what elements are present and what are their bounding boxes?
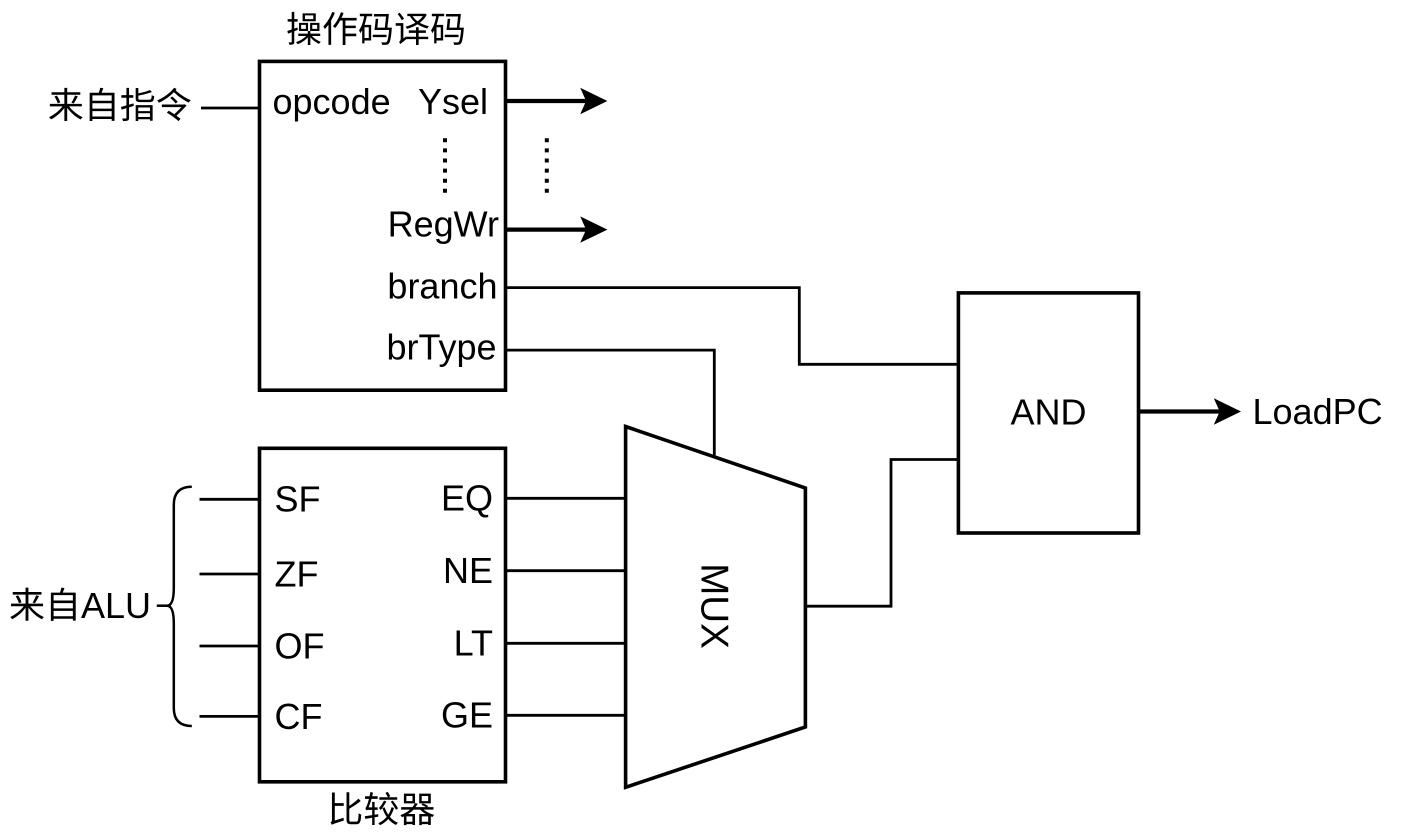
svg-text:CF: CF	[275, 696, 323, 737]
svg-text:MUX: MUX	[693, 563, 736, 649]
svg-text:brType: brType	[386, 327, 496, 368]
svg-text:ALU: ALU	[81, 585, 151, 626]
svg-text:branch: branch	[387, 265, 497, 306]
svg-text:Ysel: Ysel	[418, 81, 488, 122]
svg-text:LT: LT	[454, 623, 493, 664]
svg-text:ZF: ZF	[275, 553, 319, 594]
svg-text:NE: NE	[443, 550, 493, 591]
svg-text:RegWr: RegWr	[388, 203, 499, 244]
svg-text:AND: AND	[1010, 391, 1086, 432]
svg-text:SF: SF	[275, 479, 321, 520]
svg-text:OF: OF	[275, 625, 325, 666]
svg-text:opcode: opcode	[273, 81, 391, 122]
svg-text:GE: GE	[441, 695, 493, 736]
svg-text:EQ: EQ	[441, 478, 493, 519]
svg-text:LoadPC: LoadPC	[1253, 391, 1383, 432]
